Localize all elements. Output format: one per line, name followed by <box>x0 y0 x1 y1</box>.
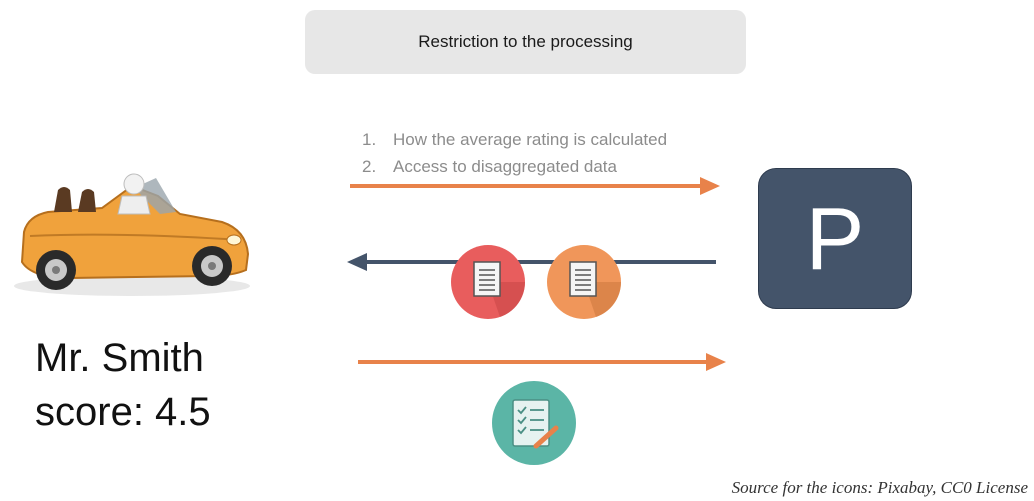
request-item: 2. Access to disaggregated data <box>362 153 667 180</box>
request-number: 1. <box>362 130 377 149</box>
request-text: How the average rating is calculated <box>393 130 668 149</box>
title-box: Restriction to the processing <box>305 10 746 74</box>
request-text: Access to disaggregated data <box>393 157 617 176</box>
document-icon <box>451 245 525 319</box>
document-icon <box>547 245 621 319</box>
request-number: 2. <box>362 157 377 176</box>
request-arrow-right <box>350 177 720 195</box>
response-arrow-left <box>347 253 716 271</box>
processor-letter: P <box>805 188 865 288</box>
person-name: Mr. Smith <box>35 336 204 380</box>
request-list: 1. How the average rating is calculated … <box>362 126 667 180</box>
processor-box: P <box>758 168 912 309</box>
source-note: Source for the icons: Pixabay, CC0 Licen… <box>731 478 1028 497</box>
checklist-icon <box>492 381 576 465</box>
title-text: Restriction to the processing <box>418 32 633 51</box>
request-arrow-right <box>358 353 726 371</box>
person-score: score: 4.5 <box>35 390 211 434</box>
convertible-car-with-driver-icon <box>14 173 250 296</box>
request-item: 1. How the average rating is calculated <box>362 126 667 153</box>
